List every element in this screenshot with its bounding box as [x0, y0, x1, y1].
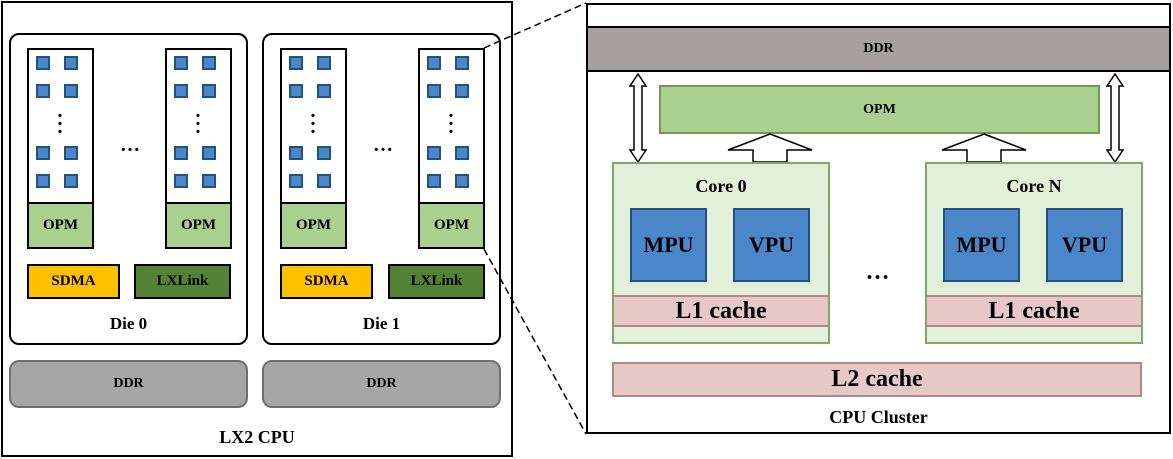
die-0-opm-0: OPM [29, 202, 92, 247]
core-column-vertical-dots: ··· [194, 105, 202, 143]
die-1-column-ellipsis: … [373, 133, 393, 156]
core-square [289, 146, 303, 160]
core-square [36, 174, 50, 188]
cpu-cluster-label: CPU Cluster [829, 406, 928, 427]
die-0-lxlink: LXLink [134, 264, 231, 299]
core-square [455, 84, 469, 98]
core-0-label: Core 0 [695, 175, 747, 196]
core-n-label: Core N [1006, 175, 1062, 196]
die-1-lxlink: LXLink [388, 264, 485, 299]
core-square [289, 84, 303, 98]
core-square [36, 146, 50, 160]
l2-cache: L2 cache [612, 362, 1142, 397]
core-square [36, 56, 50, 70]
core-column-vertical-dots: ··· [309, 105, 317, 143]
core-0-mpu: MPU [630, 208, 707, 282]
core-square [317, 56, 331, 70]
core-square [36, 84, 50, 98]
core-square [317, 84, 331, 98]
ddr-coreN-double-arrow [1105, 72, 1125, 164]
core-square [317, 146, 331, 160]
die-1-label: Die 1 [362, 314, 401, 333]
core-square [202, 146, 216, 160]
core-n-l1-cache: L1 cache [927, 295, 1141, 327]
core-square [202, 56, 216, 70]
core-square [289, 174, 303, 188]
ddr-core0-double-arrow [628, 72, 648, 164]
die-0-opm-1: OPM [167, 202, 230, 247]
die-1-opm-0: OPM [282, 202, 345, 247]
core-square [317, 174, 331, 188]
cluster-opm: OPM [659, 85, 1100, 134]
core-column-vertical-dots: ··· [447, 105, 455, 143]
lx2-cpu-label: LX2 CPU [219, 426, 295, 447]
core-n-mpu: MPU [943, 208, 1020, 282]
cluster-ddr: DDR [586, 26, 1171, 72]
die-0-ddr: DDR [9, 360, 248, 408]
core-square [455, 56, 469, 70]
coreN-opm-up-arrow [941, 133, 1027, 163]
cluster-core-ellipsis: … [865, 258, 890, 285]
core-square [202, 84, 216, 98]
die-0-label: Die 0 [109, 314, 148, 333]
die-1-sdma: SDMA [280, 264, 373, 299]
die-0-sdma: SDMA [27, 264, 120, 299]
core-square [174, 146, 188, 160]
core-square [174, 84, 188, 98]
core-square [289, 56, 303, 70]
die-1-ddr: DDR [262, 360, 501, 408]
core-square [202, 174, 216, 188]
core-square [64, 174, 78, 188]
core-square [455, 146, 469, 160]
core-square [64, 146, 78, 160]
core-square [64, 56, 78, 70]
core-n-vpu: VPU [1046, 208, 1123, 282]
core-square [427, 146, 441, 160]
core-square [427, 84, 441, 98]
core-column-vertical-dots: ··· [56, 105, 64, 143]
die-0-column-ellipsis: … [120, 133, 140, 156]
core-square [64, 84, 78, 98]
die-1-opm-1: OPM [420, 202, 483, 247]
core-square [174, 56, 188, 70]
core-square [427, 174, 441, 188]
core-0-vpu: VPU [733, 208, 810, 282]
core-square [427, 56, 441, 70]
core0-opm-up-arrow [727, 133, 813, 163]
core-square [174, 174, 188, 188]
core-0-l1-cache: L1 cache [614, 295, 828, 327]
core-square [455, 174, 469, 188]
